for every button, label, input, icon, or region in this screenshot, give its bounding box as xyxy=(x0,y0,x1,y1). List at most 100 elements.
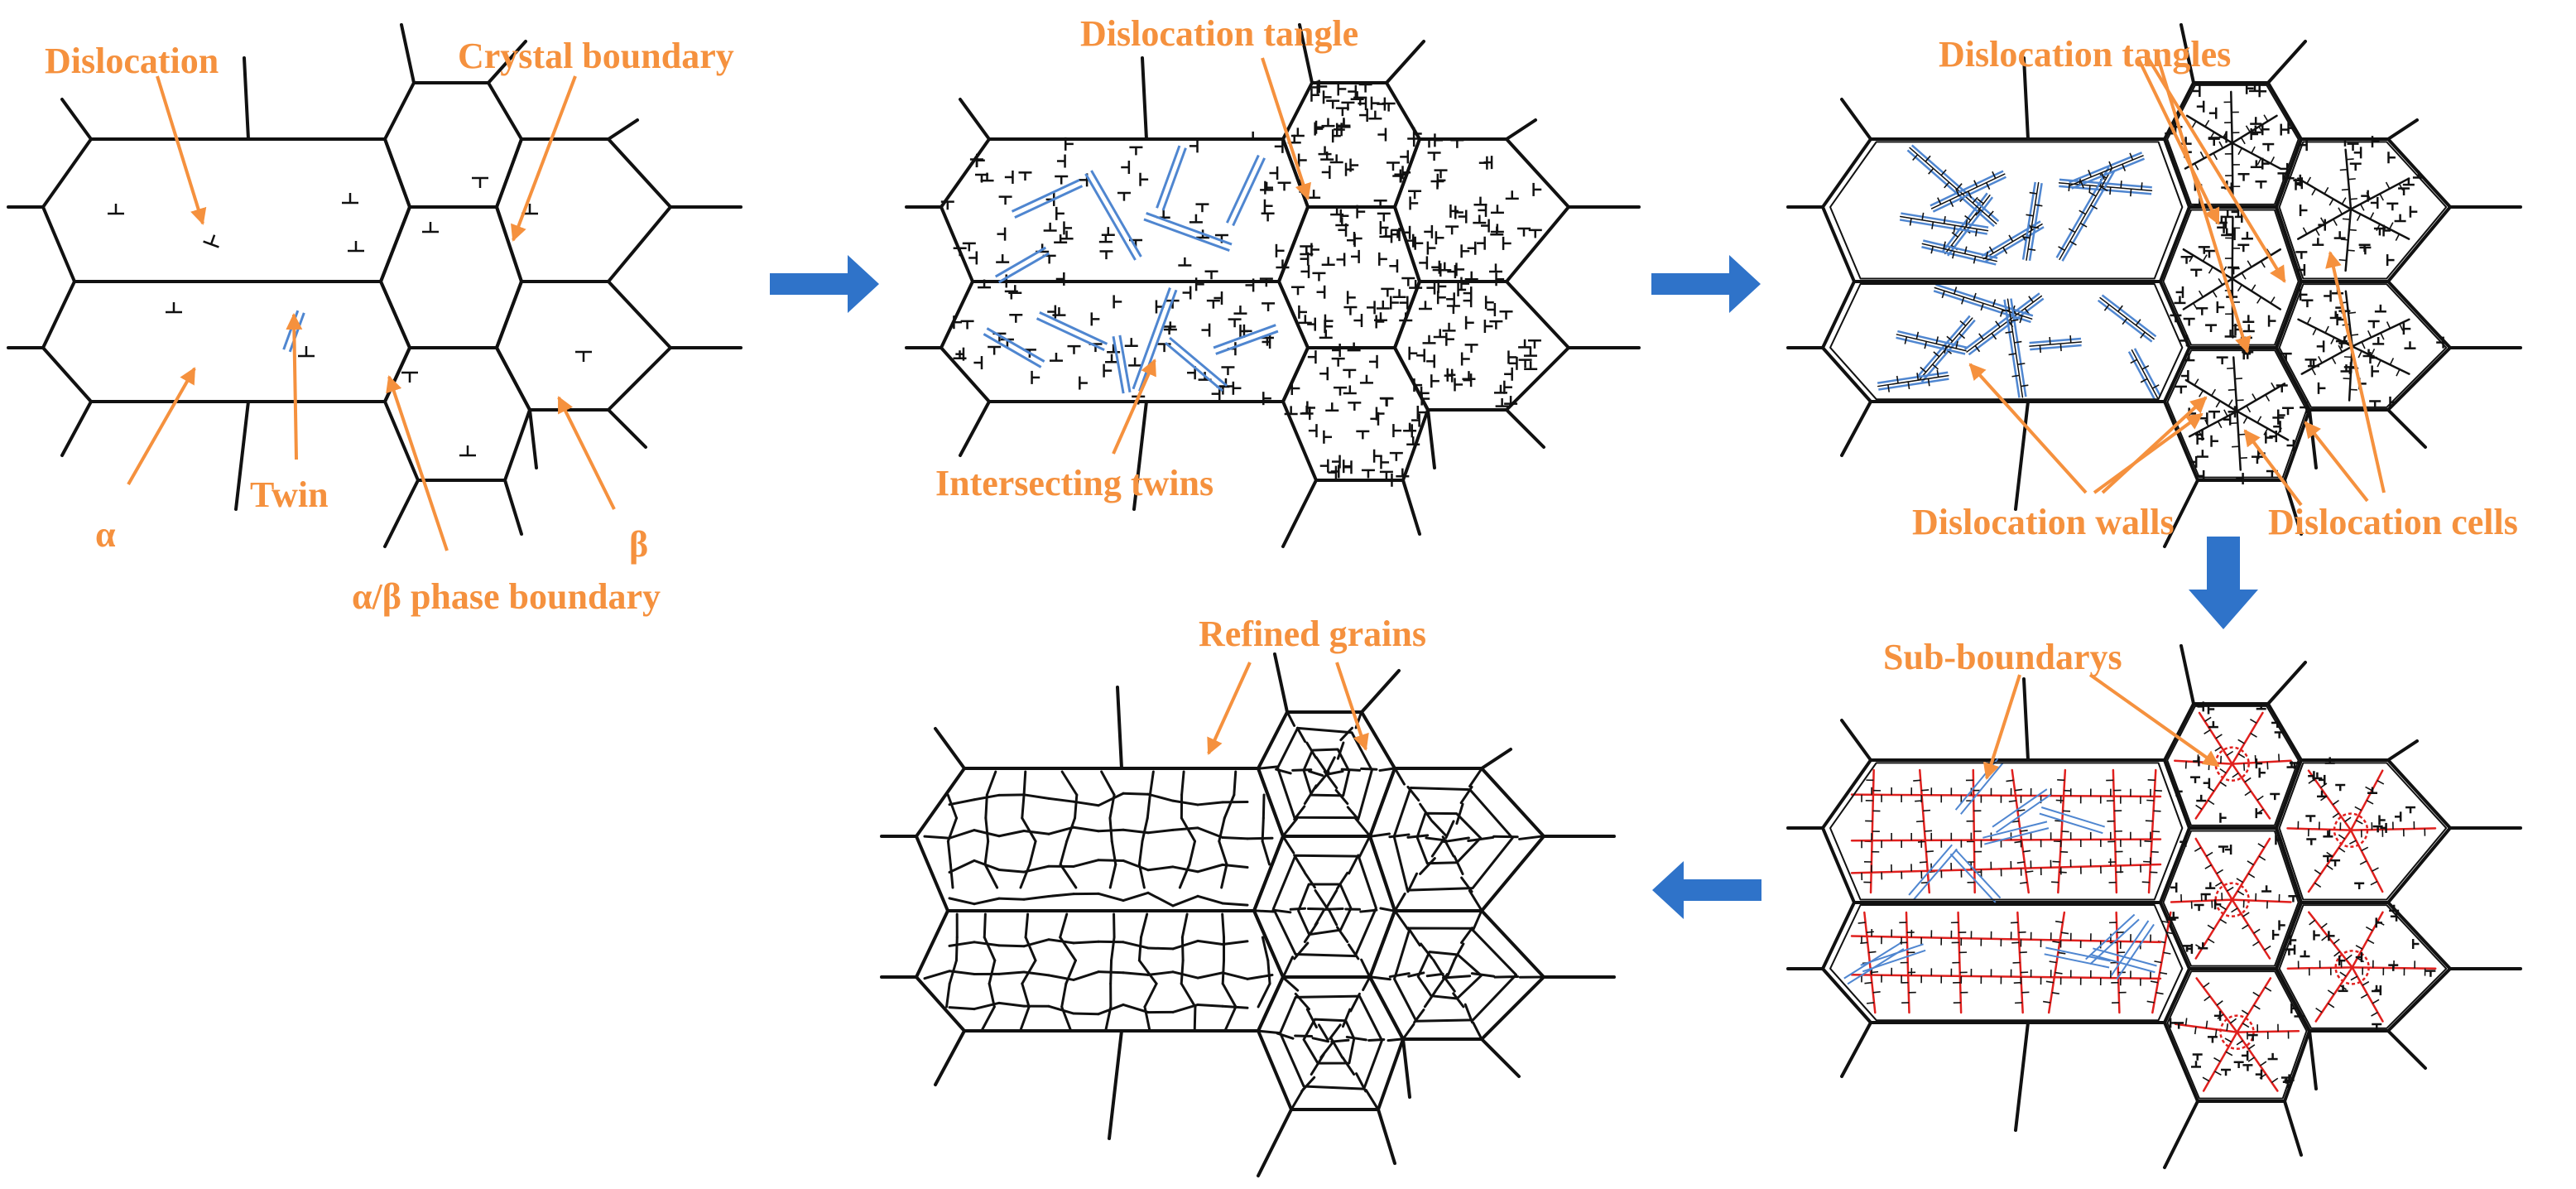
refined-grain-ring xyxy=(1279,994,1383,1090)
grain-inner-boundary xyxy=(2162,209,2300,346)
dislocation-symbol-icon xyxy=(2196,794,2207,802)
dislocation-symbol-icon xyxy=(1445,225,1459,235)
dislocation-symbol-icon xyxy=(2370,196,2379,209)
dislocation-symbol-icon xyxy=(1319,367,1329,381)
dislocation-symbol-icon xyxy=(2258,768,2266,778)
refined-grain-boundary xyxy=(1074,793,1079,820)
refined-grain-boundary xyxy=(1468,768,1483,788)
dislocation-symbol-icon xyxy=(422,222,439,233)
dislocation-symbol-icon xyxy=(1422,138,1436,148)
grain-boundary-stub xyxy=(934,727,966,770)
dislocation-symbol-icon xyxy=(1347,233,1356,248)
refined-grain-boundary xyxy=(985,770,997,797)
alpha-grain xyxy=(915,767,1285,912)
refined-grain-boundary xyxy=(1180,912,1189,939)
refined-grain-boundary xyxy=(1468,889,1483,911)
dislocation-symbol-icon xyxy=(2343,366,2356,374)
dislocation-symbol-icon xyxy=(1335,217,1349,227)
dislocation-symbol-icon xyxy=(2190,268,2203,277)
refined-grain-boundary xyxy=(948,970,976,976)
dislocation-symbol-icon xyxy=(1319,459,1329,473)
dislocation-symbol-icon xyxy=(2218,845,2228,853)
dislocation-symbol-icon xyxy=(1245,278,1255,292)
refined-grain-boundary xyxy=(1047,974,1075,981)
grain-boundary-stub xyxy=(959,400,991,457)
refined-grain-boundary xyxy=(1028,840,1037,866)
dislocation-symbol-icon xyxy=(1055,175,1069,185)
dislocation-symbol-icon xyxy=(1436,291,1446,305)
refined-grain-boundary xyxy=(983,936,997,962)
dislocation-symbol-icon xyxy=(2271,930,2280,941)
dislocation-symbol-icon xyxy=(2242,1064,2253,1071)
dislocation-symbol-icon xyxy=(2242,324,2255,333)
refined-grain-boundary xyxy=(1291,768,1313,772)
label-dislocation-tangle: Dislocation tangle xyxy=(1080,13,1358,54)
grain-boundary-stub xyxy=(243,56,250,141)
refined-grain-boundary xyxy=(1196,801,1224,806)
refined-grain-boundary xyxy=(1022,970,1050,977)
dislocation-symbol-icon xyxy=(2347,142,2359,152)
dislocation-symbol-icon xyxy=(1427,152,1441,161)
grain-inner-boundary xyxy=(2278,762,2448,901)
dislocation-wall xyxy=(2231,898,2271,960)
refined-grain-boundary xyxy=(973,829,1001,838)
dislocation-symbol-icon xyxy=(1320,152,1334,161)
dislocation-symbol-icon xyxy=(2237,243,2250,253)
refined-grain-boundary xyxy=(1113,912,1116,939)
refined-grain-boundary xyxy=(1065,816,1077,843)
dislocation-symbol-icon xyxy=(2375,917,2382,928)
dislocation-symbol-icon xyxy=(2317,790,2328,798)
dislocation-symbol-icon xyxy=(968,251,978,265)
refined-grain-boundary xyxy=(1220,863,1228,889)
refined-grain-boundary xyxy=(923,970,951,980)
dislocation-wall xyxy=(2231,142,2281,170)
dislocation-symbol-icon xyxy=(1418,301,1432,310)
dislocation-symbol-icon xyxy=(1060,230,1074,240)
dislocation-symbol-icon xyxy=(1426,281,1436,295)
refined-grain-boundary xyxy=(1423,990,1437,1008)
refined-grain-boundary xyxy=(1060,982,1068,1008)
dislocation-symbol-icon xyxy=(2374,304,2386,313)
dislocation-symbol-icon xyxy=(1379,470,1393,480)
dislocation-symbol-icon xyxy=(1488,263,1502,273)
refined-grain-boundary xyxy=(1143,982,1158,1008)
grain-boundary-stub xyxy=(1108,1029,1123,1140)
refined-grain-boundary xyxy=(1472,911,1483,931)
dislocation-symbol-icon xyxy=(2180,256,2193,264)
refined-grain-boundary xyxy=(1335,871,1349,890)
dislocation-symbol-icon xyxy=(1483,320,1493,334)
refined-grain-boundary xyxy=(1340,768,1361,772)
refined-grain-boundary xyxy=(1314,756,1328,773)
dislocation-symbol-icon xyxy=(1055,206,1065,220)
grain-boundary-stub xyxy=(1116,686,1123,770)
dislocation-symbol-icon xyxy=(1056,154,1066,168)
dislocation-symbol-icon xyxy=(2335,783,2346,792)
dislocation-symbol-icon xyxy=(1325,402,1339,412)
dislocation-symbol-icon xyxy=(1314,120,1324,134)
twin-lines-icon xyxy=(1877,371,1949,391)
refined-grain-boundary xyxy=(1072,970,1100,981)
dislocation-symbol-icon xyxy=(2304,359,2317,367)
dislocation-symbol-icon xyxy=(2295,251,2308,259)
refined-grain-boundary xyxy=(1178,863,1191,889)
dislocation-symbol-icon xyxy=(1495,397,1509,407)
dislocation-cell xyxy=(2334,950,2370,985)
refined-grain-boundary xyxy=(1348,854,1360,875)
grain-inner-boundary xyxy=(2166,705,2300,826)
twin-lines-icon xyxy=(994,246,1050,284)
dislocation-symbol-icon xyxy=(2354,882,2365,889)
dislocation-wall xyxy=(1850,935,2162,944)
dislocation-symbol-icon xyxy=(2261,123,2270,136)
dislocation-symbol-icon xyxy=(2411,939,2420,950)
refined-grain-boundary xyxy=(1022,894,1050,901)
refined-grain-boundary xyxy=(1060,770,1079,797)
dislocation-symbol-icon xyxy=(108,204,124,215)
dislocation-symbol-icon xyxy=(2262,142,2275,152)
refined-grain-boundary xyxy=(954,936,959,962)
dislocation-symbol-icon xyxy=(1031,370,1040,384)
dislocation-symbol-icon xyxy=(1477,236,1486,250)
dislocation-symbol-icon xyxy=(996,254,1010,263)
dislocation-symbol-icon xyxy=(1259,277,1273,287)
alpha-grain xyxy=(1821,137,2191,283)
dislocation-symbol-icon xyxy=(2277,409,2285,421)
